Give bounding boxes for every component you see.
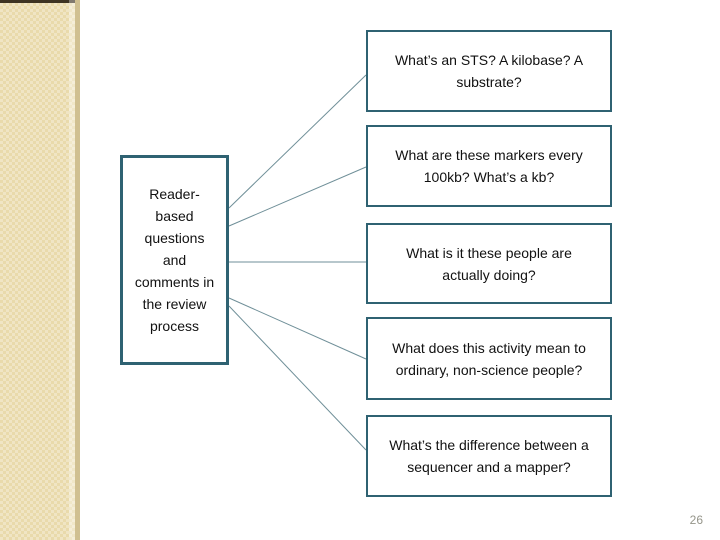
question-box-5: What’s the difference between a sequence… (366, 415, 612, 497)
band-edge-highlight (69, 0, 75, 540)
question-box-2-text: What are these markers every 100kb? What… (395, 147, 583, 185)
band-top-line (0, 0, 80, 3)
question-box-1: What’s an STS? A kilobase? A substrate? (366, 30, 612, 112)
question-box-4-text: What does this activity mean to ordinary… (392, 339, 586, 378)
question-box-4: What does this activity mean to ordinary… (366, 317, 612, 400)
page-number: 26 (689, 513, 703, 527)
question-box-2: What are these markers every 100kb? What… (366, 125, 612, 207)
band-edge-shadow (75, 0, 80, 540)
question-box-3-text: What is it these people are actually doi… (406, 244, 572, 283)
connector-line-5 (228, 305, 367, 451)
connector-line-1 (228, 74, 367, 209)
center-topic-text: Reader-based questions and comments in t… (134, 186, 215, 334)
left-decorative-band (0, 0, 80, 540)
question-box-5-text: What’s the difference between a sequence… (389, 437, 589, 475)
question-box-3: What is it these people are actually doi… (366, 223, 612, 304)
connector-line-4 (228, 297, 367, 360)
center-topic-box: Reader-based questions and comments in t… (120, 155, 229, 365)
question-box-1-text: What’s an STS? A kilobase? A substrate? (394, 52, 584, 90)
connector-line-2 (228, 166, 367, 227)
